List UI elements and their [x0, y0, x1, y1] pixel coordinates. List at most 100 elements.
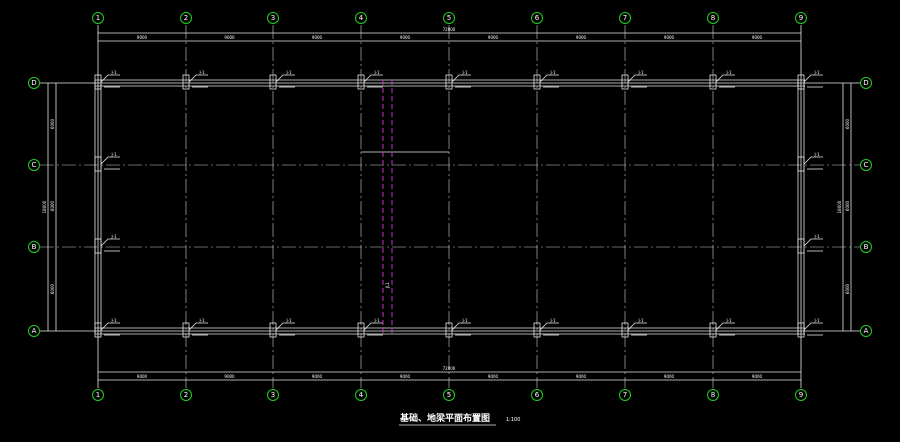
span-dimension: 6000 — [50, 283, 55, 294]
leader-line — [803, 322, 823, 331]
bay-dimension: 9000 — [224, 374, 235, 379]
grid-label: 8 — [711, 14, 715, 22]
grid-bubble-7 — [619, 12, 631, 24]
footing-label: J-1 — [813, 70, 819, 75]
footing-label: J-1 — [198, 70, 204, 75]
bay-dimension: 9000 — [664, 35, 675, 40]
leader-line — [188, 74, 208, 83]
bay-dimension: 9000 — [752, 374, 763, 379]
footing-label: J-1 — [813, 234, 819, 239]
grid-label: D — [863, 79, 868, 87]
grid-bubble-B — [860, 241, 872, 253]
grid-bubble-D — [860, 77, 872, 89]
grid-label: 2 — [184, 391, 188, 399]
grid-bubble-7 — [619, 389, 631, 401]
leader-line — [100, 156, 120, 165]
footing-label: J-1 — [637, 318, 643, 323]
leader-line — [627, 74, 647, 83]
leader-line — [100, 322, 120, 331]
leader-line — [803, 74, 823, 83]
grid-label: 4 — [359, 14, 364, 22]
grid-label: 4 — [359, 391, 364, 399]
grid-bubble-5 — [443, 12, 455, 24]
bay-dimension: 9000 — [576, 374, 587, 379]
grid-label: 3 — [271, 14, 275, 22]
grid-label: 6 — [535, 14, 540, 22]
footing-label: J-1 — [813, 152, 819, 157]
drawing-title: 基础、地梁平面布置图 — [399, 412, 490, 424]
grid-label: 1 — [96, 14, 100, 22]
footing-label: J-1 — [637, 70, 643, 75]
grid-bubble-D — [28, 77, 40, 89]
footing-label: J-1 — [549, 318, 555, 323]
grid-bubble-A — [860, 325, 872, 337]
grid-label: 7 — [623, 391, 627, 399]
leader-line — [100, 238, 120, 247]
grid-bubble-3 — [267, 389, 279, 401]
span-dimension: 6000 — [845, 200, 850, 211]
span-dimension: 6000 — [50, 118, 55, 129]
grid-bubble-3 — [267, 12, 279, 24]
grid-bubble-9 — [795, 12, 807, 24]
grid-label: 9 — [799, 14, 803, 22]
grid-bubble-2 — [180, 12, 192, 24]
leader-line — [451, 74, 471, 83]
grid-bubble-8 — [707, 12, 719, 24]
bay-dimension: 9000 — [312, 374, 323, 379]
grid-bubble-4 — [355, 389, 367, 401]
span-dimension: 6000 — [845, 118, 850, 129]
bay-dimension: 9000 — [312, 35, 323, 40]
bay-dimension: 9000 — [224, 35, 235, 40]
grid-bubble-9 — [795, 389, 807, 401]
footing-label: J-1 — [110, 70, 116, 75]
grid-label: B — [32, 243, 37, 251]
bay-dimension: 9000 — [400, 374, 411, 379]
grid-bubble-8 — [707, 389, 719, 401]
leader-line — [451, 322, 471, 331]
bay-dimension: 9000 — [576, 35, 587, 40]
grid-label: 9 — [799, 391, 803, 399]
grid-bubble-2 — [180, 389, 192, 401]
bay-dimension: 9000 — [400, 35, 411, 40]
bay-dimension: 9000 — [488, 374, 499, 379]
span-dimension: 6000 — [845, 283, 850, 294]
total-width-dimension: 18000 — [42, 200, 47, 213]
footing-label: J-1 — [373, 70, 379, 75]
bay-dimension: 9000 — [752, 35, 763, 40]
leader-line — [715, 74, 735, 83]
bay-dimension: 9000 — [137, 374, 148, 379]
grid-bubble-4 — [355, 12, 367, 24]
grid-bubble-B — [28, 241, 40, 253]
leader-line — [539, 74, 559, 83]
footing-label: J-1 — [285, 70, 291, 75]
grid-bubble-C — [28, 159, 40, 171]
span-dimension: 6000 — [50, 200, 55, 211]
leader-line — [363, 322, 383, 331]
bay-dimension: 9000 — [488, 35, 499, 40]
grid-label: B — [864, 243, 869, 251]
drawing-scale: 1:100 — [506, 417, 520, 423]
leader-line — [715, 322, 735, 331]
footing-label: J-1 — [110, 318, 116, 323]
bay-dimension: 9000 — [664, 374, 675, 379]
footing-label: J-1 — [110, 152, 116, 157]
footing-label: J-1 — [725, 318, 731, 323]
grid-label: A — [32, 327, 37, 335]
leader-line — [539, 322, 559, 331]
footing-label: J-1 — [549, 70, 555, 75]
grid-label: C — [864, 161, 869, 169]
footing-label: J-1 — [285, 318, 291, 323]
grid-label: 2 — [184, 14, 188, 22]
total-length-dimension: 72000 — [443, 27, 456, 32]
grid-bubble-1 — [92, 389, 104, 401]
leader-line — [188, 322, 208, 331]
leader-line — [803, 238, 823, 247]
grid-bubble-1 — [92, 12, 104, 24]
grid-label: 1 — [96, 391, 100, 399]
grid-label: 5 — [447, 14, 451, 22]
grid-label: 5 — [447, 391, 451, 399]
total-length-dimension: 72000 — [443, 366, 456, 371]
footing-label: J-1 — [110, 234, 116, 239]
leader-line — [627, 322, 647, 331]
